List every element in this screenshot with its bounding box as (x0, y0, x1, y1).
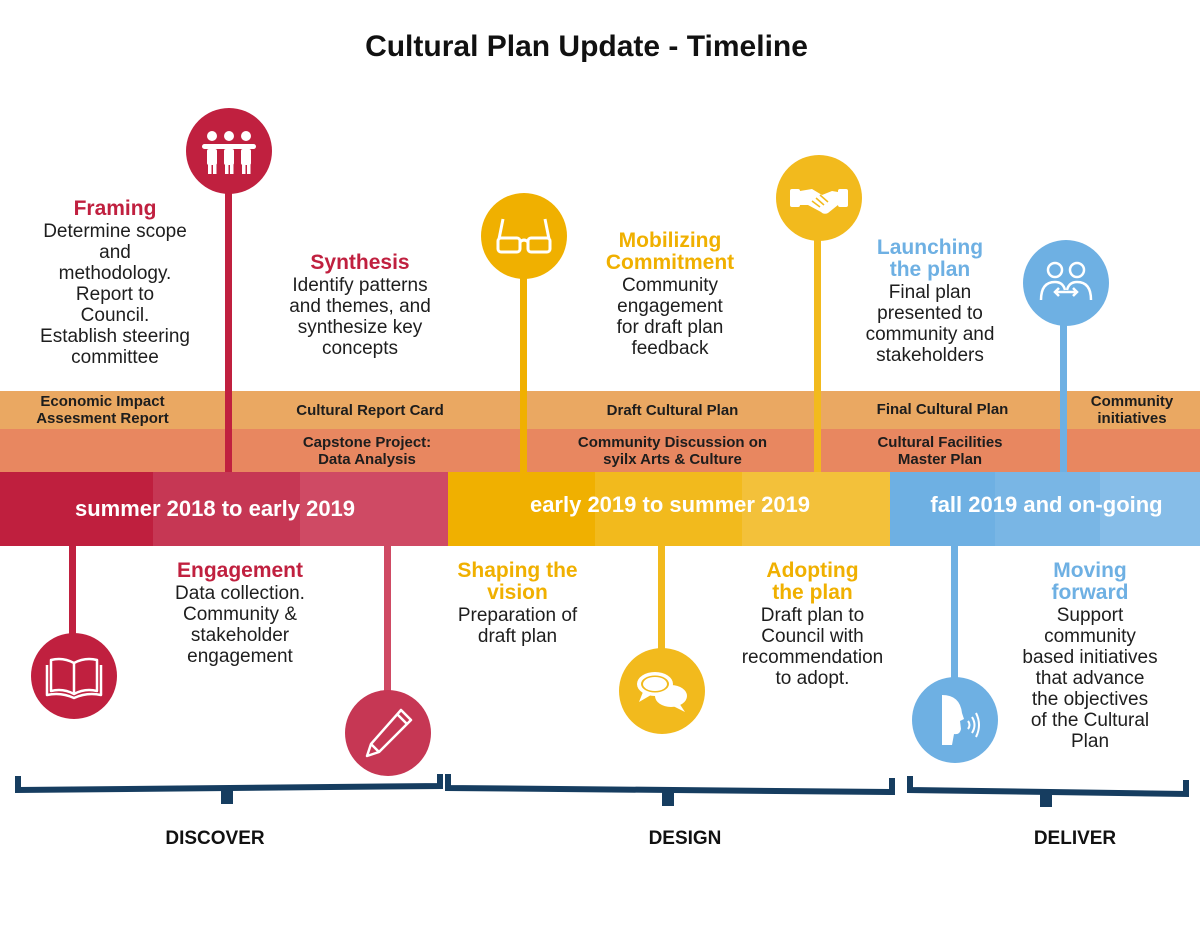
band-item-facilities: Cultural Facilities Master Plan (877, 434, 1003, 468)
phase-description: Data collection. Community & stakeholder… (175, 583, 305, 667)
period-segment (448, 472, 595, 546)
phase-title: Adopting the plan (766, 559, 859, 604)
stem-mobilizing (814, 230, 821, 472)
phase-description: Determine scope and methodology. Report … (40, 221, 190, 368)
period-design: early 2019 to summer 2019 (529, 492, 811, 517)
band-item-cultural-report-card: Cultural Report Card (296, 402, 444, 419)
phase-engagement: Engagement Data collection. Community & … (135, 559, 345, 668)
phase-title: Moving forward (1051, 559, 1129, 604)
band-item-economic-impact: Economic Impact Assesment Report (36, 393, 169, 427)
stage-deliver: DELIVER (1033, 828, 1117, 849)
phase-title: Synthesis (310, 251, 410, 274)
period-segment (153, 472, 300, 546)
period-segment (995, 472, 1100, 546)
period-segment (1100, 472, 1200, 546)
phase-title: Launching the plan (876, 236, 984, 281)
band-item-community-initiatives: Community initiatives (1090, 393, 1174, 427)
period-segment (890, 472, 995, 546)
band-bottom (0, 429, 1200, 472)
band-item-community-discussion: Community Discussion on syilx Arts & Cul… (577, 434, 768, 468)
period-segment (300, 472, 448, 546)
phase-description: Preparation of draft plan (457, 605, 578, 647)
pencil-icon (345, 690, 431, 776)
period-segment (742, 472, 890, 546)
phase-description: Identify patterns and themes, and synthe… (289, 275, 431, 359)
stage-discover: DISCOVER (165, 828, 265, 849)
band-item-capstone: Capstone Project: Data Analysis (302, 434, 432, 468)
speaking-icon (912, 677, 998, 763)
band-top (0, 391, 1200, 429)
phase-description: Support community based initiatives that… (1022, 605, 1158, 752)
stem-framing (225, 192, 232, 472)
stem-moving (951, 546, 958, 696)
phase-description: Community engagement for draft plan feed… (616, 275, 724, 359)
glasses-icon (481, 193, 567, 279)
stem-synthesis (384, 546, 391, 706)
stem-engagement (69, 546, 76, 646)
page-title: Cultural Plan Update - Timeline (365, 30, 808, 63)
period-segment (595, 472, 742, 546)
period-segment (0, 472, 153, 546)
phase-description: Draft plan to Council with recommendatio… (741, 605, 884, 689)
phase-title: Engagement (176, 559, 304, 582)
phase-title: Shaping the vision (457, 559, 578, 604)
band-item-final-cultural-plan: Final Cultural Plan (876, 401, 1009, 418)
people-icon (186, 108, 272, 194)
bracket-deliver (907, 776, 1189, 807)
stem-shaping (520, 272, 527, 472)
phase-title: Framing (73, 197, 157, 220)
phase-framing: Framing Determine scope and methodology.… (10, 197, 220, 369)
bracket-discover (15, 774, 443, 804)
bracket-design (445, 774, 895, 806)
band-item-draft-cultural-plan: Draft Cultural Plan (606, 402, 739, 419)
stage-design: DESIGN (648, 828, 722, 849)
phase-mobilizing: Mobilizing Commitment Community engageme… (570, 229, 770, 360)
phase-synthesis: Synthesis Identify patterns and themes, … (255, 251, 465, 360)
book-icon (31, 633, 117, 719)
phase-description: Final plan presented to community and st… (865, 282, 995, 366)
period-discover: summer 2018 to early 2019 (74, 496, 356, 521)
period-deliver: fall 2019 and on-going (930, 492, 1163, 517)
stem-launching (1060, 318, 1067, 472)
phase-shaping: Shaping the vision Preparation of draft … (425, 559, 610, 648)
phase-moving: Moving forward Support community based i… (995, 559, 1185, 753)
phase-adopting: Adopting the plan Draft plan to Council … (715, 559, 910, 690)
chat-icon (619, 648, 705, 734)
stem-adopting (658, 546, 665, 656)
phase-launching: Launching the plan Final plan presented … (835, 236, 1025, 367)
partnership-icon (1023, 240, 1109, 326)
phase-title: Mobilizing Commitment (605, 229, 735, 274)
handshake-icon (776, 155, 862, 241)
